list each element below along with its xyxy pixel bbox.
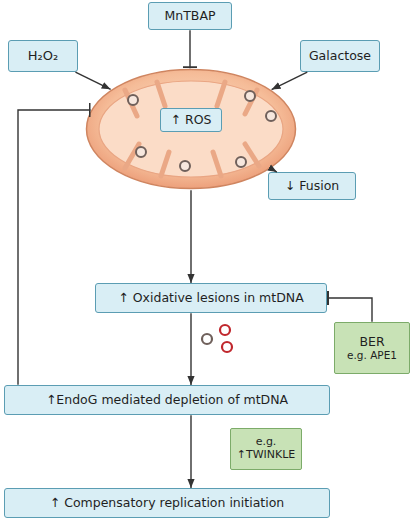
inner-membrane: [99, 81, 283, 177]
process-box: MnTBAP: [148, 2, 232, 30]
factor-box: BERe.g. APE1: [334, 322, 410, 374]
crista-fold: [161, 152, 169, 176]
inhibition-connector: [327, 298, 372, 322]
process-box: ↑EndoG mediated depletion of mtDNA: [4, 385, 330, 415]
arrow-connector: [190, 190, 191, 283]
crista-fold: [157, 82, 165, 106]
node-text: Galactose: [306, 49, 374, 63]
node-text: e.g. APE1: [344, 349, 400, 361]
outer-membrane: [87, 70, 296, 189]
arrow-connector: [190, 415, 191, 488]
process-box: ↑ Oxidative lesions in mtDNA: [95, 283, 327, 313]
node-text: ↑ Compensatory replication initiation: [47, 496, 288, 510]
node-text: BER: [356, 335, 387, 349]
node-text: ↑ ROS: [168, 113, 215, 127]
mtdna-circle: [180, 161, 190, 171]
arrow-connector: [75, 72, 110, 89]
crista-fold: [125, 90, 137, 116]
node-text: ↑EndoG mediated depletion of mtDNA: [43, 393, 291, 407]
inhibition-connector: [189, 30, 190, 68]
process-box: H₂O₂: [8, 40, 78, 72]
arrow-connector: [272, 169, 277, 172]
inhibition-connector: [18, 110, 91, 385]
node-text: MnTBAP: [161, 9, 218, 23]
crista-fold: [213, 152, 221, 176]
process-box: ↑ ROS: [160, 108, 222, 132]
node-text: ↑ Oxidative lesions in mtDNA: [115, 291, 306, 305]
mtdna-circle: [136, 147, 146, 157]
mtdna-circle: [266, 111, 276, 121]
process-box: ↑ Compensatory replication initiation: [4, 488, 330, 518]
mtdna-circle: [128, 95, 138, 105]
process-box: Galactose: [300, 40, 380, 72]
crista-fold: [217, 82, 225, 106]
mtdna-circle: [202, 334, 212, 344]
damaged-mtdna-circle: [220, 325, 230, 335]
arrow-connector: [190, 313, 191, 385]
node-text: ↓ Fusion: [282, 179, 342, 193]
crista-fold: [245, 144, 259, 166]
mitochondrion: ↑ ROS: [85, 68, 297, 190]
damaged-mtdna-circle: [222, 342, 232, 352]
mtdna-circle: [245, 91, 255, 101]
node-text: e.g. ↑TWINKLE: [231, 436, 301, 461]
crista-fold: [245, 90, 257, 114]
mtdna-circle: [236, 157, 246, 167]
factor-box: e.g. ↑TWINKLE: [230, 428, 302, 470]
node-text: H₂O₂: [25, 49, 61, 64]
process-box: ↓ Fusion: [268, 172, 356, 200]
arrow-connector: [272, 72, 308, 89]
